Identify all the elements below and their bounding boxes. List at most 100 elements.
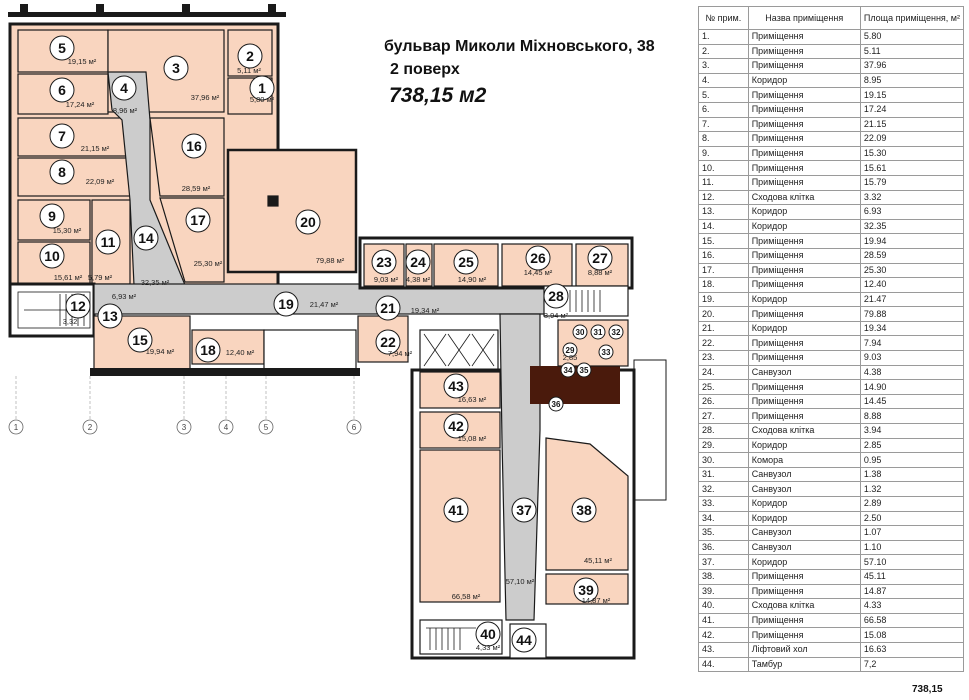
cell-name: Приміщення [747, 233, 861, 249]
room-number-38: 38 [576, 502, 592, 518]
cell-number: 6. [698, 101, 749, 118]
walls-outline [8, 4, 286, 17]
room-number-21: 21 [380, 300, 396, 316]
room-number-4: 4 [120, 80, 128, 96]
room-area-9: 15,30 м² [53, 226, 82, 235]
cell-area: 57.10 [859, 554, 965, 570]
room-marker-1 [249, 75, 275, 101]
cell-area: 6.93 [859, 204, 965, 220]
cell-area: 5.80 [859, 29, 965, 45]
cell-number: 5. [698, 87, 749, 103]
cell-number: 36. [698, 539, 749, 556]
cell-area: 15.30 [859, 145, 965, 162]
cell-name: Приміщення [747, 116, 861, 133]
cell-number: 38. [698, 568, 749, 585]
room-number-42: 42 [448, 418, 464, 434]
room-area-11: 5,79 м² [88, 273, 113, 282]
cell-area: 19.34 [859, 320, 965, 337]
cell-area: 1.10 [859, 539, 965, 556]
cell-name: Коридор [747, 554, 861, 570]
room-number-12: 12 [70, 298, 86, 314]
cell-number: 20. [698, 306, 749, 322]
room-number-32: 32 [612, 328, 621, 337]
cell-name: Санвузол [747, 364, 861, 381]
room-area-6: 17,24 м² [66, 100, 95, 109]
cell-number: 26. [698, 393, 749, 410]
room-marker-23 [371, 249, 397, 275]
axis-lines [15, 376, 355, 420]
room-number-13: 13 [102, 308, 118, 324]
cell-name: Приміщення [747, 174, 861, 191]
cell-name: Приміщення [747, 627, 861, 643]
axis-label-5: 5 [264, 423, 269, 432]
cell-area: 1.32 [859, 481, 965, 497]
cell-number: 17. [698, 262, 749, 279]
room-marker-3 [163, 55, 189, 81]
room-marker-20 [295, 209, 321, 235]
axis-label-4: 4 [224, 423, 229, 432]
room-area-27: 8,88 м² [588, 268, 613, 277]
cell-number: 7. [698, 116, 749, 133]
cell-area: 28.59 [859, 247, 965, 264]
room-number-11: 11 [101, 234, 116, 250]
room-marker-21 [375, 295, 401, 321]
cell-area: 0.95 [859, 452, 965, 468]
room-area-1: 5,80 м² [250, 95, 275, 104]
room-number-29: 29 [566, 346, 575, 355]
cell-number: 24. [698, 364, 749, 381]
cell-area: 15.61 [859, 160, 965, 176]
cell-area: 2.89 [859, 496, 965, 512]
cell-name: Приміщення [747, 43, 861, 60]
cell-name: Коридор [747, 320, 861, 337]
cell-area: 37.96 [859, 58, 965, 74]
cell-area: 12.40 [859, 277, 965, 293]
room-area-24: 4,38 м² [406, 275, 431, 284]
central-band [8, 282, 551, 376]
room-number-17: 17 [190, 212, 206, 228]
room-number-31: 31 [594, 328, 603, 337]
room-number-35: 35 [580, 366, 589, 375]
cell-area: 14.45 [859, 393, 965, 410]
room-marker-16 [181, 133, 207, 159]
room-marker-44 [511, 627, 537, 653]
room-marker-7 [49, 123, 75, 149]
cell-name: Коридор [747, 291, 861, 308]
room-number-9: 9 [48, 208, 56, 224]
plan-title-block: бульвар Миколи Міхновського, 38 2 поверх… [384, 38, 655, 108]
cell-name: Приміщення [747, 131, 861, 147]
cell-number: 44. [698, 656, 749, 672]
cell-number: 29. [698, 437, 749, 454]
cell-area: 21.47 [859, 291, 965, 308]
room-number-15: 15 [132, 332, 148, 348]
cell-area: 1.38 [859, 466, 965, 483]
room-area-13: 6,93 м² [112, 292, 137, 301]
room-marker-9 [39, 203, 65, 229]
room-marker-42 [443, 413, 469, 439]
cell-number: 4. [698, 72, 749, 89]
axis-marker-3 [176, 419, 192, 435]
cell-number: 9. [698, 145, 749, 162]
cell-area: 2.85 [859, 437, 965, 454]
cell-name: Коридор [747, 204, 861, 220]
room-number-10: 10 [44, 248, 60, 264]
